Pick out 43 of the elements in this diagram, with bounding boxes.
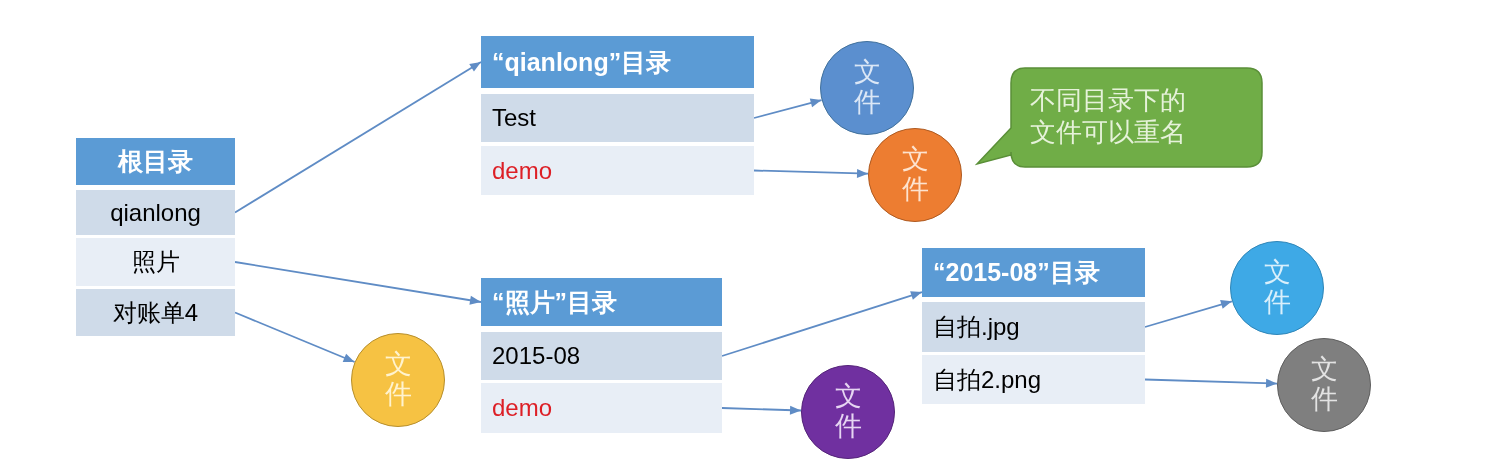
file-label: 文件 xyxy=(384,350,412,410)
directory-title: “照片”目录 xyxy=(492,287,617,317)
directory-entry xyxy=(481,146,754,195)
directory-entry xyxy=(481,332,722,380)
entry-name: 自拍.jpg xyxy=(933,313,1020,341)
directory-entry xyxy=(76,289,235,336)
arrow xyxy=(234,311,356,363)
directory-header xyxy=(481,278,722,326)
callout-text: 不同目录下的文件可以重名 xyxy=(1030,85,1187,149)
arrow xyxy=(1144,378,1278,388)
arrow xyxy=(234,261,482,305)
arrow xyxy=(1144,300,1233,328)
directory-title: “qianlong”目录 xyxy=(492,47,672,77)
directory-entry xyxy=(922,302,1145,352)
arrow xyxy=(234,61,482,214)
file-label: 文件 xyxy=(853,58,881,118)
entry-name: 2015-08 xyxy=(492,342,581,370)
speech-bubble xyxy=(975,67,1263,168)
entry-name: 对账单4 xyxy=(112,298,199,327)
entry-name: qianlong xyxy=(110,198,201,227)
directory-entry xyxy=(922,355,1145,404)
directory-header xyxy=(922,248,1145,297)
directory-entry xyxy=(481,383,722,433)
directory-title: 根目录 xyxy=(118,147,193,176)
entry-name: 自拍2.png xyxy=(933,365,1042,394)
arrow xyxy=(721,405,802,415)
directory-header xyxy=(481,36,754,88)
directory-header xyxy=(76,138,235,185)
entry-name: demo xyxy=(492,394,553,422)
arrow xyxy=(721,291,923,357)
directory-title: “2015-08”目录 xyxy=(933,258,1100,287)
file-label: 文件 xyxy=(1263,258,1291,318)
file-label: 文件 xyxy=(1310,355,1338,415)
entry-name: 照片 xyxy=(131,248,180,276)
directory-entry xyxy=(481,94,754,142)
arrow xyxy=(753,98,823,119)
entry-name: Test xyxy=(492,104,536,132)
directory-entry xyxy=(76,238,235,286)
directory-entry xyxy=(76,190,235,235)
entry-name: demo xyxy=(492,156,553,185)
file-label: 文件 xyxy=(901,145,929,205)
file-label: 文件 xyxy=(834,382,862,442)
arrow xyxy=(753,168,869,178)
